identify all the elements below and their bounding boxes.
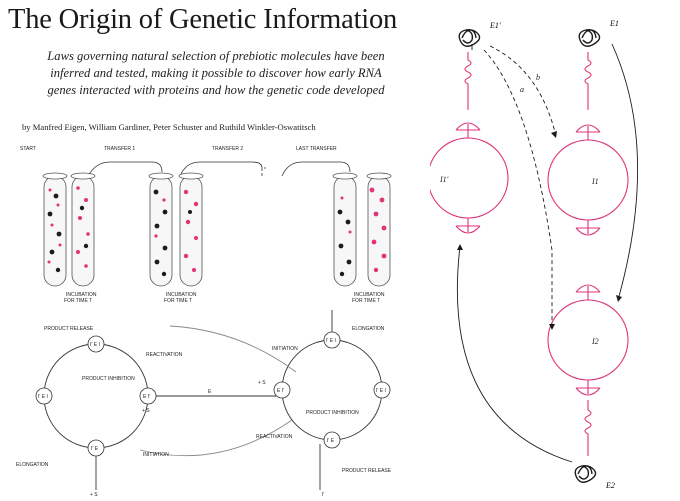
incubation-label-2: INCUBATION FOR TIME T xyxy=(164,292,197,304)
label-transfer-1: TRANSFER 1 xyxy=(104,146,135,152)
right-label-reactivation: REACTIVATION xyxy=(256,434,293,440)
hypercycle-diagram: E1' E1 E2 I1' I1 I2 a b xyxy=(430,19,639,490)
deck-line-3: genes interacted with proteins and how t… xyxy=(47,83,385,97)
label-arrow-b: b xyxy=(536,73,540,82)
left-label-reactivation: REACTIVATION xyxy=(146,352,183,358)
article-title: The Origin of Genetic Information xyxy=(8,4,398,35)
test-tube-3 xyxy=(148,172,174,287)
arrowhead-b xyxy=(551,131,557,138)
right-node-bottom: I' E xyxy=(323,431,341,449)
svg-text:INCUBATION: INCUBATION xyxy=(354,292,385,298)
left-label-plus-s-bottom: + S xyxy=(90,492,98,498)
serial-transfer-diagram: START TRANSFER 1 TRANSFER 2 LAST TRANSFE… xyxy=(20,146,392,304)
strand-i1-top xyxy=(584,52,592,110)
arrowhead-e1-to-i2 xyxy=(616,295,622,302)
deck-line-2: inferred and tested, making it possible … xyxy=(50,66,382,80)
tube-contents-black xyxy=(47,189,352,277)
right-label-initiation: INITIATION xyxy=(272,346,298,352)
cross-i1-bottom xyxy=(575,220,601,236)
left-cycle-ring xyxy=(43,343,149,449)
right-label-elongation: ELONGATION xyxy=(352,326,385,332)
label-e1-prime: E1' xyxy=(489,21,501,30)
label-arrow-a: a xyxy=(520,85,524,94)
svg-text:I' E I: I' E I xyxy=(90,342,100,348)
label-start: START xyxy=(20,146,36,152)
transfer-1-arrow xyxy=(87,161,163,177)
right-label-bottom: I' xyxy=(322,492,324,498)
label-last-transfer: LAST TRANSFER xyxy=(296,146,337,152)
right-node-right: I' E I xyxy=(373,381,391,399)
left-label-product-release: PRODUCT RELEASE xyxy=(44,326,94,332)
left-node-left: I' E I xyxy=(35,387,53,405)
incubation-label-1: INCUBATION FOR TIME T xyxy=(64,292,97,304)
deck-line-1: Laws governing natural selection of preb… xyxy=(47,49,385,63)
test-tube-2 xyxy=(70,172,96,287)
label-i1-prime: I1' xyxy=(439,175,449,184)
enzyme-e2-icon xyxy=(574,464,597,483)
solid-arrow-e1-to-i2 xyxy=(611,43,639,301)
transfer-dashed-line xyxy=(261,167,266,176)
svg-text:E I': E I' xyxy=(277,388,284,394)
right-label-product-inhibition: PRODUCT INHIBITION xyxy=(306,410,359,416)
right-node-top: I' E I xyxy=(323,331,341,349)
svg-text:INCUBATION: INCUBATION xyxy=(166,292,197,298)
left-label-plus-s: + S xyxy=(142,408,150,414)
arrowhead-e2-to-i1-prime xyxy=(457,244,463,250)
cross-i2-bottom xyxy=(575,380,601,396)
svg-text:FOR TIME T: FOR TIME T xyxy=(164,298,192,304)
left-node-right: E I' xyxy=(139,387,157,405)
left-node-top: I' E I xyxy=(87,335,105,353)
left-node-bottom: I' E xyxy=(87,439,105,457)
ring-i2 xyxy=(547,299,629,381)
incubation-label-3: INCUBATION FOR TIME T xyxy=(352,292,385,304)
svg-text:I' E I: I' E I xyxy=(376,388,386,394)
left-label-initiation: INITIATION xyxy=(143,452,169,458)
test-tube-6 xyxy=(366,172,392,287)
cross-i1-top xyxy=(575,124,601,140)
right-label-plus-s: + S xyxy=(258,380,266,386)
svg-text:FOR TIME T: FOR TIME T xyxy=(64,298,92,304)
arrowhead-a xyxy=(549,324,555,330)
article-byline: by Manfred Eigen, William Gardiner, Pete… xyxy=(22,122,316,132)
cross-i1-prime-bottom xyxy=(455,218,481,234)
label-i1: I1 xyxy=(591,177,599,186)
svg-text:E I': E I' xyxy=(143,394,150,400)
ring-i1 xyxy=(547,139,629,221)
replication-cycle-diagram: I' E I E I' I' E I I' E I' E I E I' I' E… xyxy=(16,310,392,498)
article-deck: Laws governing natural selection of preb… xyxy=(12,48,420,99)
label-e1: E1 xyxy=(609,19,619,28)
label-i2: I2 xyxy=(591,337,599,346)
dashed-arrow-a xyxy=(483,49,553,330)
test-tube-5 xyxy=(332,172,358,287)
right-label-product-release: PRODUCT RELEASE xyxy=(342,468,392,474)
svg-text:I' E: I' E xyxy=(327,438,335,444)
cross-i1-prime-top xyxy=(455,122,481,138)
label-transfer-2: TRANSFER 2 xyxy=(212,146,243,152)
svg-text:FOR TIME T: FOR TIME T xyxy=(352,298,380,304)
test-tube-4 xyxy=(178,172,204,287)
svg-text:I' E: I' E xyxy=(91,446,99,452)
strand-i1-prime-top xyxy=(464,52,472,110)
dashed-arrow-b xyxy=(489,45,557,137)
strand-i2-bottom xyxy=(584,400,592,456)
right-node-left: E I' xyxy=(273,381,291,399)
svg-text:I' E I: I' E I xyxy=(326,338,336,344)
left-label-product-inhibition: PRODUCT INHIBITION xyxy=(82,376,135,382)
right-cycle-ring xyxy=(281,339,383,441)
coupling-label-e: E xyxy=(208,389,212,395)
coupling-arrow-upper xyxy=(169,325,297,373)
svg-text:I' E I: I' E I xyxy=(38,394,48,400)
svg-text:INCUBATION: INCUBATION xyxy=(66,292,97,298)
solid-arrow-e2-to-i1-prime xyxy=(456,245,573,463)
cross-i2-top xyxy=(575,284,601,300)
label-e2: E2 xyxy=(605,481,615,490)
tube-contents-magenta xyxy=(47,186,387,273)
transfer-2-arrow xyxy=(179,161,263,177)
last-transfer-arrow xyxy=(281,161,351,177)
coupling-arrow-lower xyxy=(139,419,293,457)
enzyme-e1-icon xyxy=(578,28,601,47)
enzyme-e1-prime-icon xyxy=(458,28,481,47)
test-tube-1 xyxy=(42,172,68,287)
left-label-elongation: ELONGATION xyxy=(16,462,49,468)
